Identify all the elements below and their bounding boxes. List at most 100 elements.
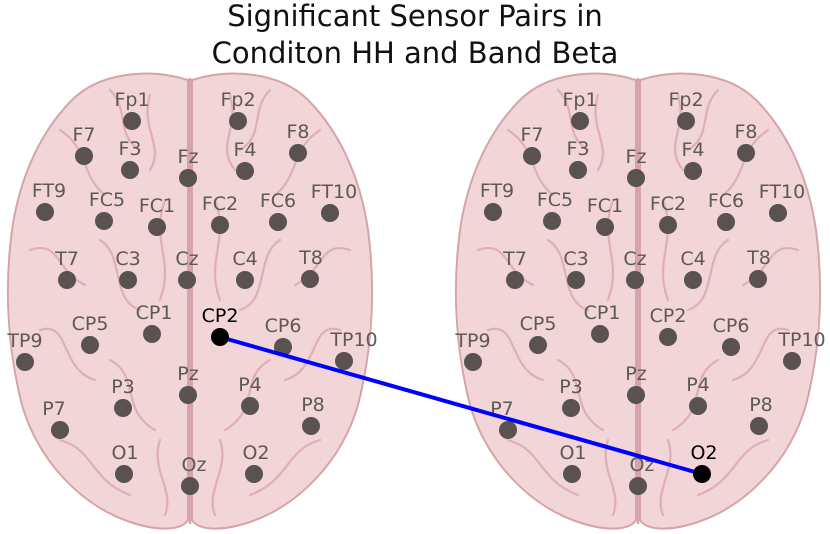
electrode-label-f8-right: F8 (734, 121, 757, 143)
electrode-cz-right (626, 271, 644, 289)
electrode-cp6-right (722, 338, 740, 356)
electrode-p3-left (114, 399, 132, 417)
electrode-f4-left (236, 162, 254, 180)
electrode-label-f3-left: F3 (118, 138, 141, 160)
brain-fold (606, 198, 615, 302)
electrode-label-f7-right: F7 (520, 124, 543, 146)
brain-fold (211, 438, 224, 517)
brain-fold (283, 327, 342, 382)
electrode-label-fp2-left: Fp2 (220, 89, 255, 111)
figure-title-line-1: Significant Sensor Pairs in (227, 0, 603, 33)
brain-fold (673, 93, 685, 172)
electrode-tp10-right (783, 352, 801, 370)
electrode-label-cz-right: Cz (623, 248, 646, 270)
electrode-label-pz-right: Pz (625, 363, 646, 385)
brain-fold (686, 238, 730, 312)
brain-fold (225, 93, 237, 172)
electrode-label-t8-right: T8 (746, 247, 771, 269)
figure-title-line-2: Conditon HH and Band Beta (211, 36, 619, 70)
electrode-label-tp10-left: TP10 (329, 329, 377, 351)
electrode-o1-left (115, 465, 133, 483)
electrode-f3-left (121, 161, 139, 179)
electrode-label-p4-right: P4 (686, 374, 710, 396)
electrode-label-p8-right: P8 (749, 394, 773, 416)
electrode-fc1-right (596, 218, 614, 236)
electrode-label-cp2-right: CP2 (650, 305, 687, 327)
electrode-label-tp9-right: TP9 (454, 330, 490, 352)
electrode-p8-left (302, 417, 320, 435)
brain-fold (108, 358, 157, 432)
electrode-label-cp6-right: CP6 (713, 315, 750, 337)
electrode-cp2-right (659, 328, 677, 346)
electrode-cp5-left (81, 336, 99, 354)
electrode-tp10-left (335, 352, 353, 370)
electrode-label-t7-right: T7 (502, 248, 527, 270)
electrode-label-p3-right: P3 (559, 376, 583, 398)
electrode-label-o1-right: O1 (559, 442, 586, 464)
electrode-t8-right (749, 270, 767, 288)
brain-fold (158, 198, 167, 302)
electrode-label-cp5-right: CP5 (520, 313, 557, 335)
electrode-f8-left (289, 144, 307, 162)
electrode-label-c3-left: C3 (115, 248, 140, 270)
electrode-label-p4-left: P4 (238, 374, 262, 396)
electrode-tp9-left (16, 353, 34, 371)
electrode-label-fp1-left: Fp1 (114, 89, 149, 111)
electrode-label-fz-right: Fz (626, 146, 647, 168)
brain-fold (731, 327, 790, 382)
connection-line-cp2-o2 (219, 335, 703, 476)
electrode-label-fz-left: Fz (178, 146, 199, 168)
electrode-fc6-left (269, 213, 287, 231)
right-hemisphere (639, 72, 822, 530)
electrode-f4-right (684, 162, 702, 180)
electrode-label-cp6-left: CP6 (265, 315, 302, 337)
electrode-label-pz-left: Pz (177, 363, 198, 385)
brain-fold (506, 438, 580, 497)
electrode-fz-right (627, 169, 645, 187)
brain-fold (661, 198, 670, 302)
electrode-label-fc5-right: FC5 (537, 189, 573, 211)
electrode-label-ft9-right: FT9 (480, 180, 514, 202)
electrode-cp6-left (274, 338, 292, 356)
electrode-label-c4-right: C4 (680, 248, 705, 270)
electrode-fp1-right (571, 112, 589, 130)
right-hemisphere (191, 72, 374, 530)
electrode-cp5-right (529, 336, 547, 354)
electrode-label-fc2-right: FC2 (650, 193, 686, 215)
electrode-label-fp1-right: Fp1 (562, 89, 597, 111)
electrode-label-f4-right: F4 (681, 139, 704, 161)
electrode-f7-right (523, 147, 541, 165)
highlighted-electrode-cp2-left (211, 328, 229, 346)
electrode-c3-left (119, 271, 137, 289)
electrode-f3-right (569, 161, 587, 179)
electrode-label-fc2-left: FC2 (202, 193, 238, 215)
electrode-label-o1-left: O1 (111, 442, 138, 464)
electrode-fc6-right (717, 213, 735, 231)
brain-fold (58, 438, 132, 497)
electrode-label-f8-left: F8 (286, 121, 309, 143)
electrode-label-f3-right: F3 (566, 138, 589, 160)
electrode-label-fc6-left: FC6 (260, 190, 296, 212)
electrode-cp1-right (591, 325, 609, 343)
electrode-o1-right (563, 465, 581, 483)
electrode-label-cp5-left: CP5 (72, 313, 109, 335)
electrode-label-t7-left: T7 (54, 248, 79, 270)
electrode-label-p7-left: P7 (42, 398, 66, 420)
electrode-o2-left (245, 465, 263, 483)
brain-fold (146, 93, 156, 172)
electrode-pz-right (627, 386, 645, 404)
brain-fold (696, 438, 770, 497)
electrode-label-f7-left: F7 (72, 124, 95, 146)
brain-fold (546, 238, 590, 312)
electrode-cp1-left (143, 325, 161, 343)
brain-fold (486, 327, 545, 382)
brain-fold (223, 358, 272, 432)
brain-fold (594, 93, 604, 172)
electrode-c4-left (236, 271, 254, 289)
electrode-label-t8-left: T8 (298, 247, 323, 269)
brain-fold (238, 238, 282, 312)
electrode-fc5-left (95, 212, 113, 230)
brain-fold (98, 238, 142, 312)
electrode-p4-left (241, 397, 259, 415)
